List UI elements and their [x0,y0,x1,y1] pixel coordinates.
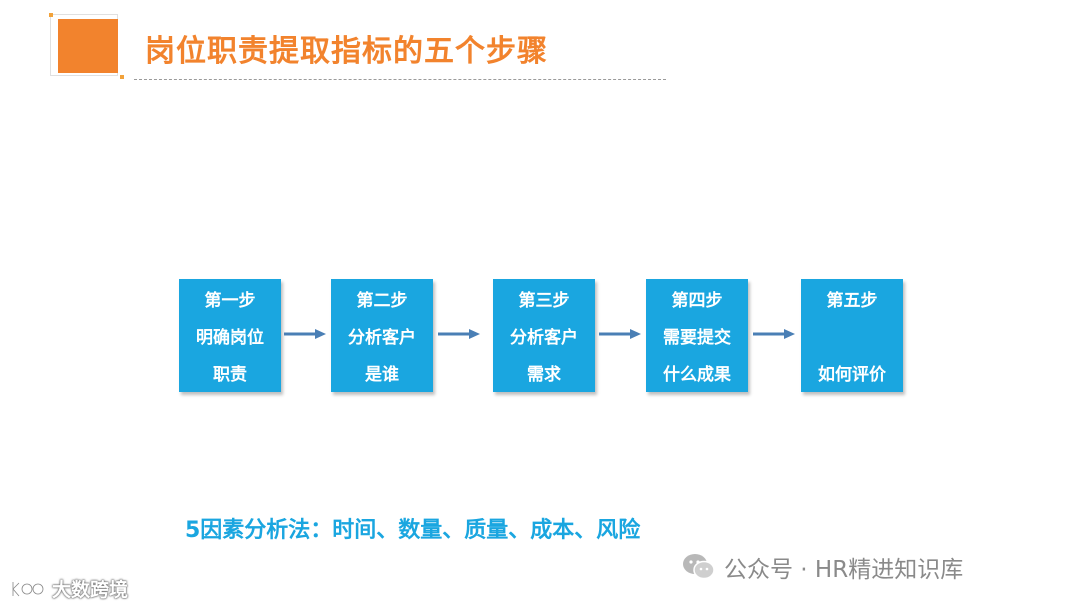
step-1-box: 第一步 明确岗位 职责 [179,279,281,392]
step-2-line1: 分析客户 [348,328,416,348]
step-5-box: 第五步 如何评价 [801,279,903,392]
step-4-line1: 需要提交 [663,328,731,348]
step-1-line1: 明确岗位 [196,328,264,348]
watermark-official-account: 公众号 · HR精进知识库 [682,550,963,584]
step-2-label: 第二步 [356,291,408,311]
step-2-box: 第二步 分析客户 是谁 [331,279,433,392]
arrow-right-icon [599,329,641,339]
watermark-right-text: 公众号 · HR精进知识库 [724,557,964,583]
five-factor-analysis-text: 5因素分析法：时间、数量、质量、成本、风险 [185,518,641,543]
step-1-line2: 职责 [213,365,247,385]
arrow-right-icon [284,329,326,339]
step-4-box: 第四步 需要提交 什么成果 [646,279,748,392]
step-3-line2: 需求 [527,365,561,385]
step-3-line1: 分析客户 [510,328,578,348]
page-title: 岗位职责提取指标的五个步骤 [145,34,548,69]
watermark-brand: 大数跨境 [10,575,128,602]
brand-logo-icon [11,580,45,597]
step-3-label: 第三步 [518,291,570,311]
title-divider [134,79,666,80]
step-5-label: 第五步 [826,291,878,311]
logo-square [58,19,118,73]
wechat-icon [683,554,715,580]
step-5-line1 [801,326,903,363]
step-4-line2: 什么成果 [663,365,731,385]
logo-corner-dot [49,13,53,17]
step-1-label: 第一步 [204,291,256,311]
step-5-line2: 如何评价 [818,365,886,385]
step-3-box: 第三步 分析客户 需求 [493,279,595,392]
arrow-right-icon [438,329,480,339]
logo-corner-dot [120,75,124,79]
step-4-label: 第四步 [671,291,723,311]
step-2-line2: 是谁 [365,365,399,385]
watermark-left-text: 大数跨境 [52,579,129,601]
arrow-right-icon [753,329,795,339]
